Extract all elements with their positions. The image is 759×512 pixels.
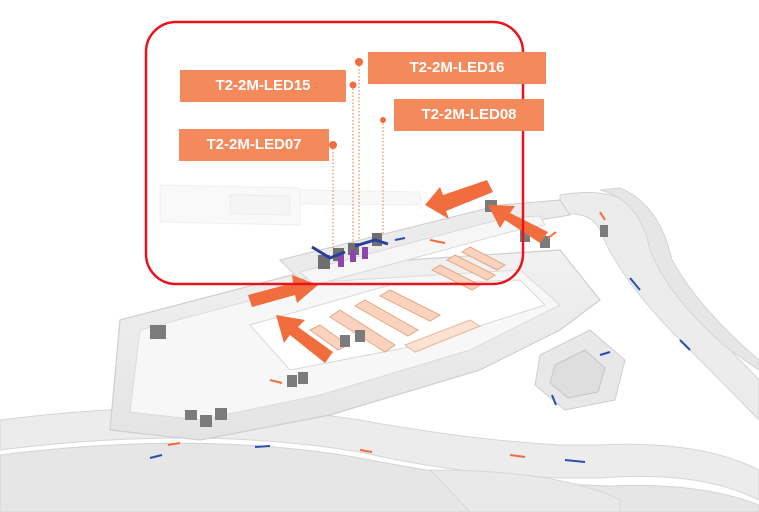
led-screen-markers (311, 233, 389, 269)
label-led08: T2-2M-LED08 (394, 99, 544, 131)
leader-lines (332, 62, 384, 250)
check-in-islands (309, 246, 507, 353)
kiosks (150, 200, 608, 427)
background-structures (159, 184, 421, 226)
leader-dots (329, 58, 386, 149)
label-led07: T2-2M-LED07 (179, 129, 329, 161)
central-plaza (534, 329, 626, 411)
label-led15: T2-2M-LED15 (180, 70, 346, 102)
direction-arrow-icon (149, 211, 691, 463)
highlight-zone (144, 20, 525, 286)
label-led16: T2-2M-LED16 (368, 52, 546, 84)
